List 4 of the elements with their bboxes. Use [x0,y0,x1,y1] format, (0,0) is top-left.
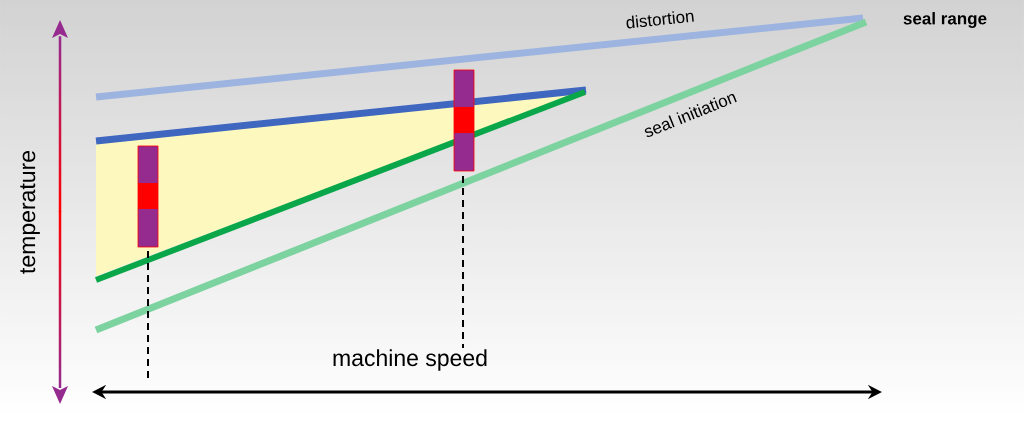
line-label: seal range [903,12,987,28]
axis-label: machine speed [333,349,487,371]
axis-label: temperature [20,151,40,274]
line-label: distortion [626,11,694,29]
